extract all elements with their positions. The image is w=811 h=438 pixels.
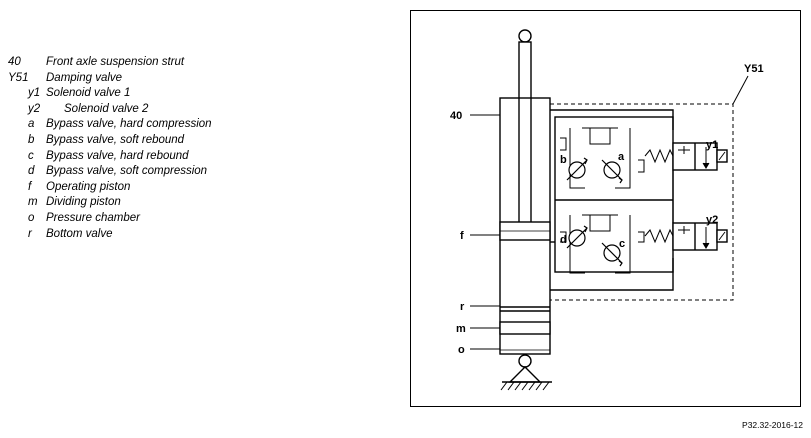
legend-text: Bypass valve, hard rebound: [46, 149, 189, 162]
legend-text: Solenoid valve 1: [46, 87, 131, 100]
legend-text: Dividing piston: [46, 196, 121, 209]
leader-y51: [732, 75, 749, 105]
mount-support: [508, 366, 542, 383]
mount-eye: [518, 354, 532, 368]
legend-text: Bypass valve, soft compression: [46, 165, 208, 178]
ground-hatching: [500, 381, 550, 391]
legend-text: Pressure chamber: [46, 211, 140, 224]
legend-text: Operating piston: [46, 180, 131, 193]
label-d: d: [560, 234, 567, 246]
figure-reference: P32.32-2016-12: [742, 420, 803, 430]
damping-valve-boundary: [550, 103, 734, 301]
legend-key: f: [28, 180, 32, 193]
legend-key: y1: [28, 87, 41, 100]
label-y2: y2: [706, 214, 718, 226]
bypass-valve-a: [601, 159, 623, 184]
rod-end-eye: [518, 29, 532, 43]
label-y1: y1: [706, 139, 718, 151]
hydraulic-diagram: 40 Y51 y1 y2 a b c d f r m o: [450, 29, 764, 391]
legend-key: 40: [8, 56, 21, 68]
legend-key: d: [28, 165, 35, 178]
legend-key: a: [28, 118, 35, 131]
legend-key: c: [28, 149, 34, 162]
legend-text: Damping valve: [46, 71, 123, 84]
valve-y1-flow-symbols: [678, 146, 710, 169]
valve-y2-flow-symbols: [678, 226, 710, 249]
label-m: m: [456, 323, 466, 335]
legend-key: m: [28, 196, 38, 209]
diagram-frame: [410, 10, 801, 407]
legend-text: Front axle suspension strut: [46, 56, 185, 68]
legend-text: Solenoid valve 2: [64, 102, 149, 115]
label-a: a: [618, 151, 625, 163]
legend-key: r: [28, 227, 32, 240]
lower-chamber-line: [550, 258, 674, 291]
label-c: c: [619, 238, 625, 250]
label-r: r: [460, 301, 465, 313]
bypass-valve-d: [566, 225, 588, 249]
legend-text: Bottom valve: [46, 227, 113, 240]
legend-key: o: [28, 211, 35, 224]
legend-key: b: [28, 133, 35, 146]
bypass-valve-b: [566, 157, 588, 181]
label-y51: Y51: [744, 63, 764, 75]
legend-text: Bypass valve, soft rebound: [46, 133, 185, 146]
legend-text: Bypass valve, hard compression: [46, 118, 212, 131]
label-b: b: [560, 154, 567, 166]
spring-y1: [644, 148, 674, 164]
dividing-piston: [499, 321, 551, 335]
legend-key: y2: [28, 102, 41, 115]
spring-y2: [644, 228, 674, 244]
upper-chamber-line: [550, 109, 674, 130]
bypass-valve-c: [601, 242, 623, 267]
legend-key: Y51: [8, 71, 29, 84]
label-f: f: [460, 230, 464, 242]
label-o: o: [458, 344, 465, 356]
label-40: 40: [450, 110, 462, 122]
